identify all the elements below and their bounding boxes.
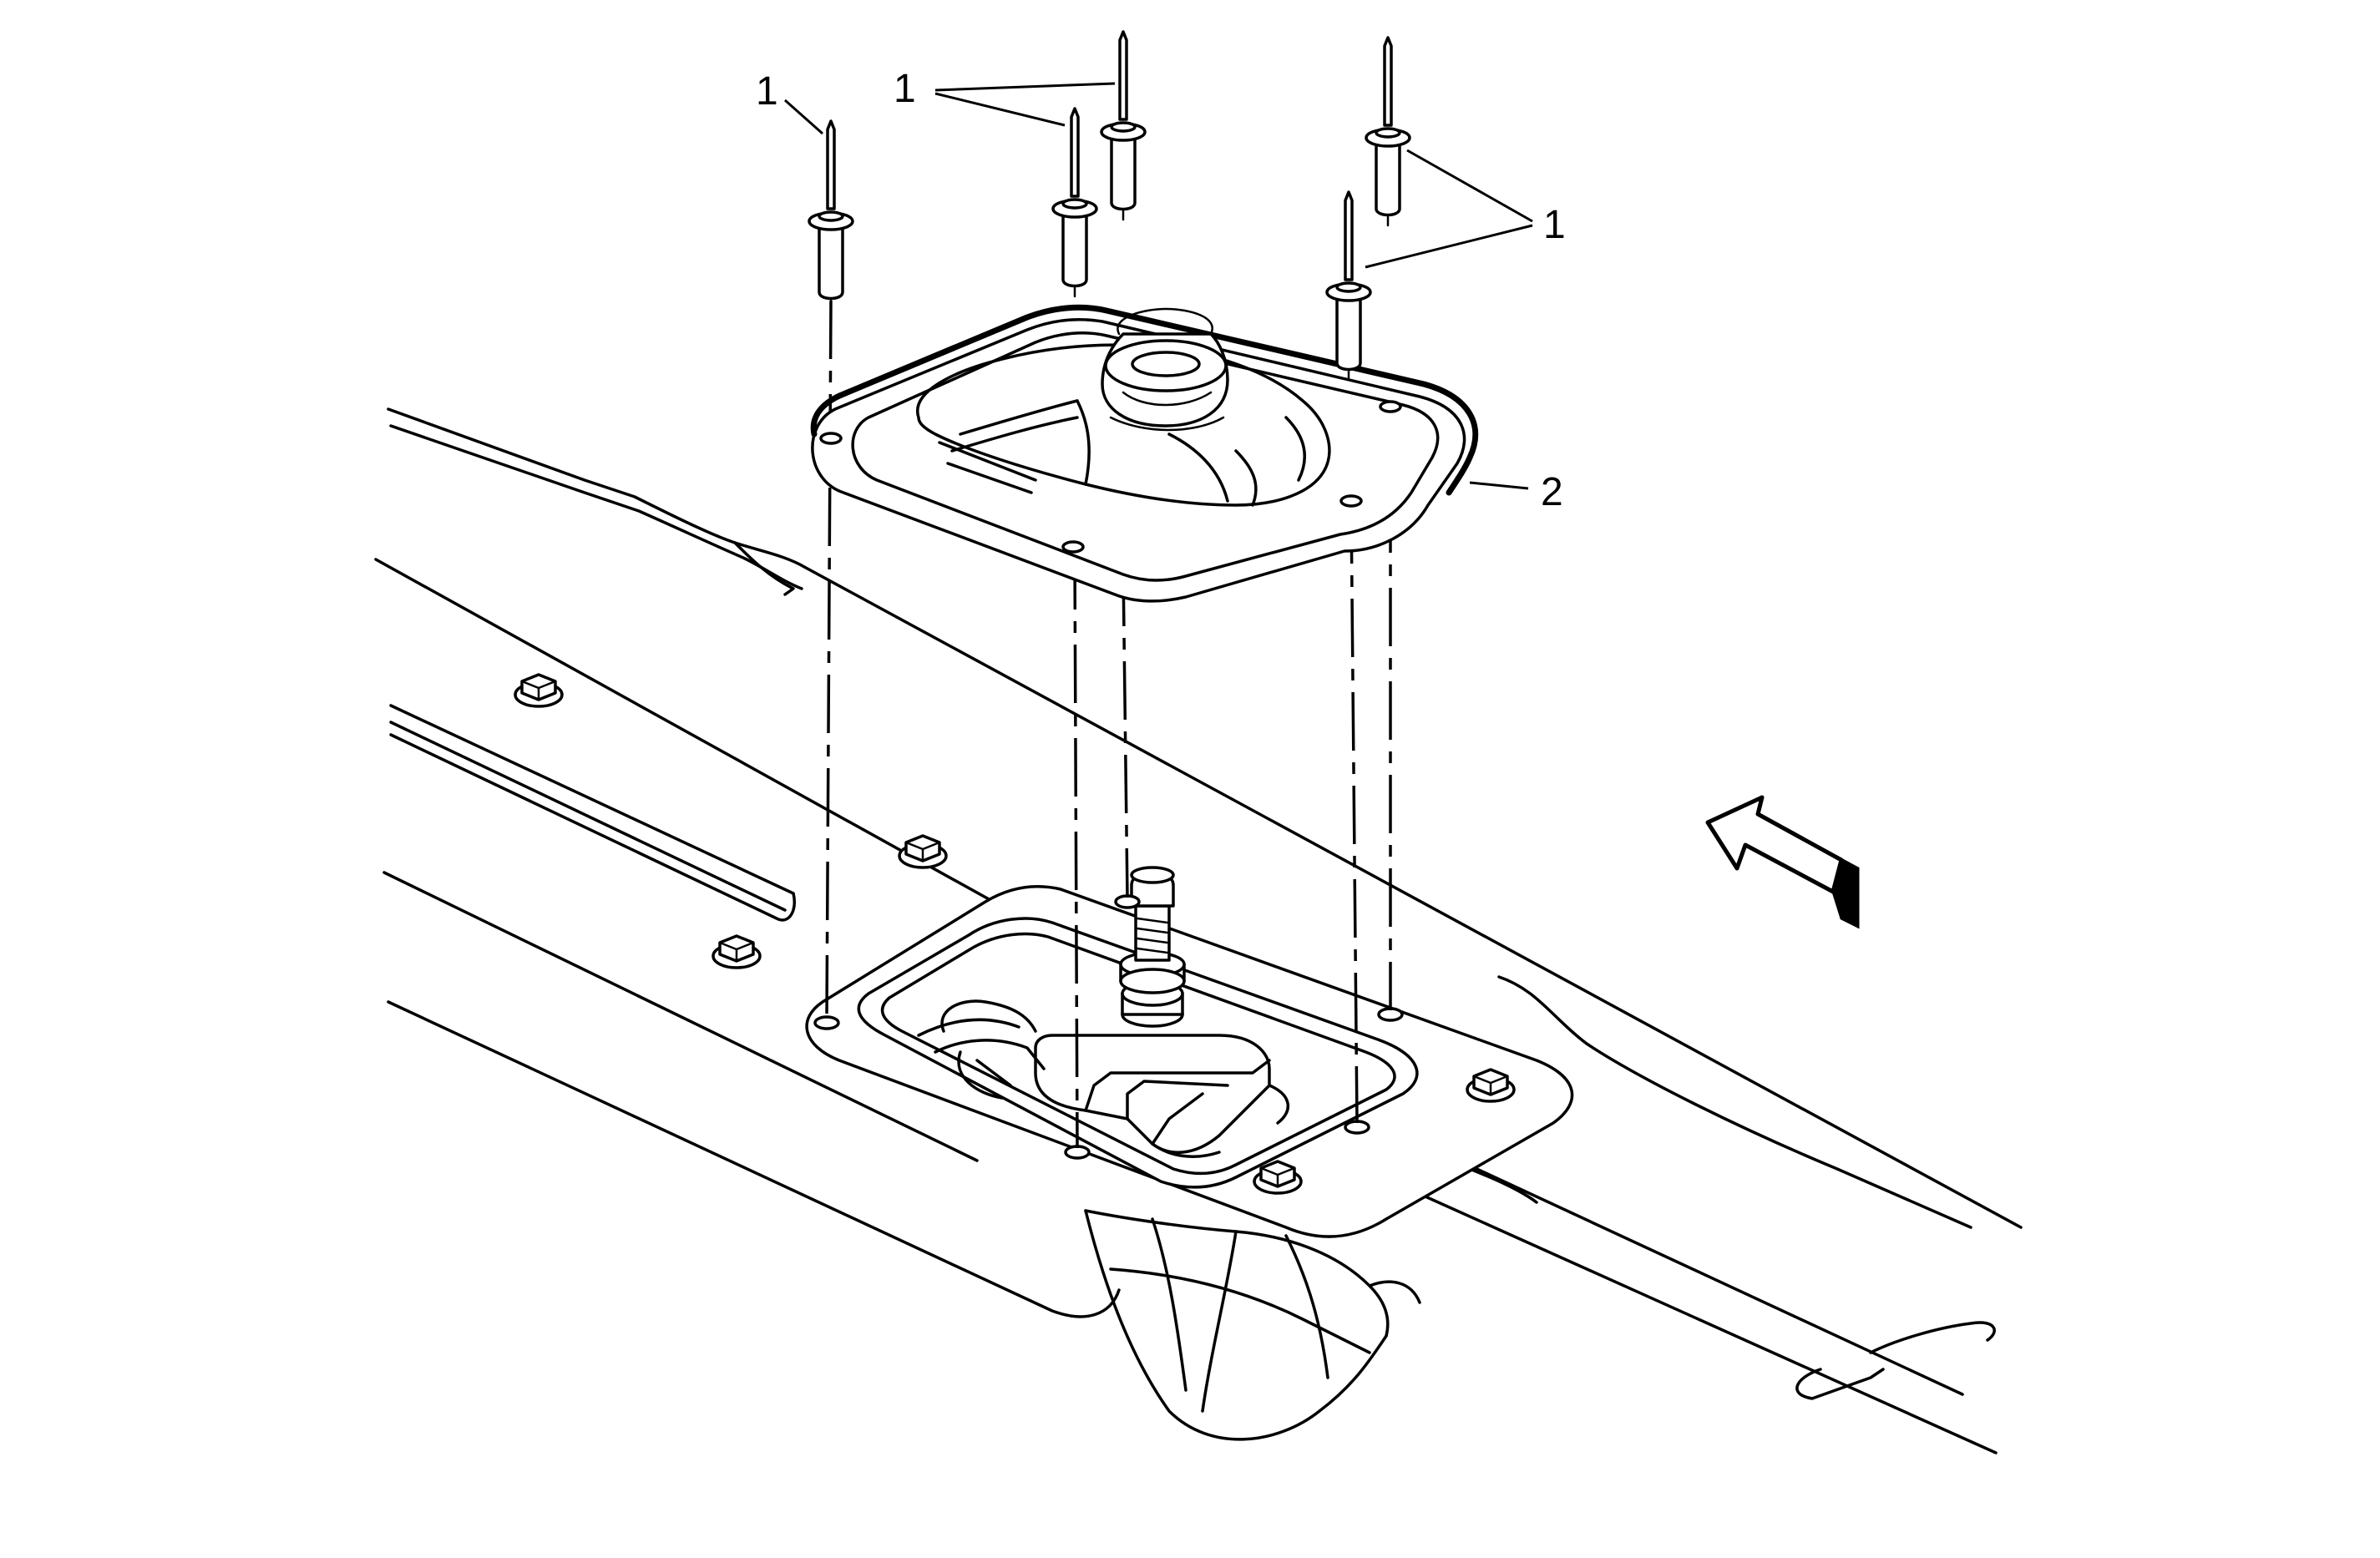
- floor-holes: [813, 894, 1404, 1160]
- callout-rivet: 1: [1543, 203, 1566, 247]
- mounting-plate: [805, 885, 1574, 1238]
- rivet: [1365, 36, 1411, 227]
- callout-rivet: 1: [894, 67, 916, 111]
- boot-hole: [819, 432, 843, 445]
- rivet: [1051, 107, 1098, 298]
- floor-bolt: [711, 934, 762, 969]
- rivet: [1100, 30, 1147, 221]
- boot-hole: [1339, 494, 1363, 508]
- floor-hole: [1344, 1120, 1370, 1135]
- floor-bolts: [514, 673, 1516, 1195]
- callout-rivet: 1: [756, 69, 778, 114]
- floor-hole: [1377, 1007, 1404, 1022]
- floor-hole: [1114, 894, 1141, 909]
- floor-bolt: [1466, 1068, 1516, 1103]
- floor-hole: [1064, 1145, 1091, 1160]
- floor-bolt: [898, 834, 948, 869]
- rivet: [1325, 190, 1372, 382]
- front-of-vehicle-arrow-icon: [1705, 795, 1860, 929]
- shift-boot: [810, 304, 1479, 603]
- floor-hole: [813, 1015, 840, 1030]
- floor-bolt: [1253, 1160, 1303, 1195]
- callout-boot: 2: [1541, 470, 1563, 514]
- rivet: [808, 119, 854, 311]
- boot-hole: [1061, 540, 1085, 554]
- shifter-mechanism: [917, 866, 1290, 1158]
- callouts: 1 1 1 2: [756, 67, 1566, 514]
- boot-hole: [1379, 400, 1402, 413]
- tunnel-underside: [1084, 1209, 1421, 1441]
- leader-lines: [784, 82, 1533, 490]
- floor-bolt: [514, 673, 564, 708]
- rivets: [808, 30, 1411, 382]
